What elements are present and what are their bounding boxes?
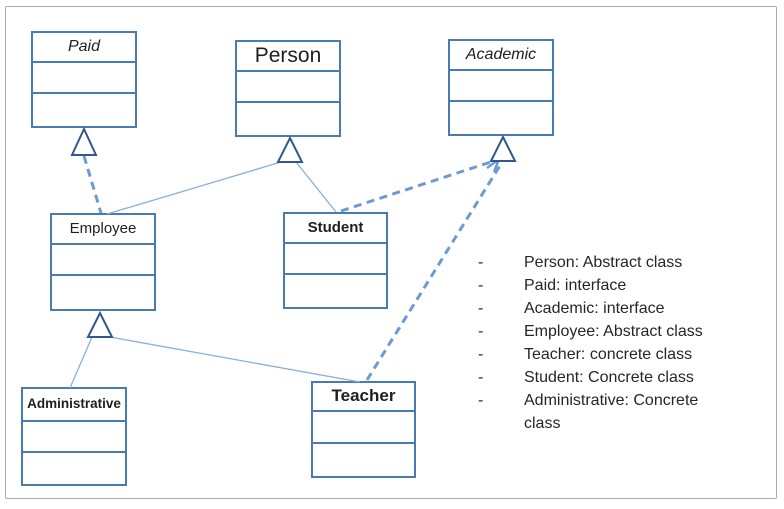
legend-item-person: - Person: Abstract class	[478, 251, 730, 274]
class-box-student: Student	[283, 212, 388, 309]
operations-compartment-person	[237, 103, 339, 135]
operations-compartment-student	[285, 275, 386, 307]
class-box-administrative: Administrative	[21, 387, 127, 486]
operations-compartment-administrative	[23, 453, 125, 484]
attributes-compartment-employee	[52, 245, 154, 276]
legend-item-text: Teacher: concrete class	[524, 346, 693, 363]
slide-border-frame	[5, 6, 777, 499]
legend-item-text: Student: Concrete class	[524, 369, 694, 386]
class-title-student: Student	[285, 214, 386, 244]
legend-item-text: Administrative: Concrete class	[524, 392, 699, 432]
attributes-compartment-academic	[450, 71, 552, 102]
legend-bullet: -	[478, 300, 484, 317]
legend-bullet: -	[478, 369, 484, 386]
legend-bullet: -	[478, 323, 484, 340]
legend-item-paid: - Paid: interface	[478, 274, 730, 297]
legend-bullet: -	[478, 346, 484, 363]
class-title-academic: Academic	[450, 41, 552, 71]
operations-compartment-teacher	[313, 444, 414, 476]
attributes-compartment-paid	[33, 63, 135, 94]
class-box-employee: Employee	[50, 213, 156, 311]
operations-compartment-employee	[52, 276, 154, 309]
attributes-compartment-administrative	[23, 422, 125, 453]
attributes-compartment-teacher	[313, 412, 414, 444]
class-title-person: Person	[237, 42, 339, 72]
legend-item-teacher: - Teacher: concrete class	[478, 343, 730, 366]
attributes-compartment-student	[285, 244, 386, 275]
legend-bullet: -	[478, 277, 484, 294]
legend-item-text: Employee: Abstract class	[524, 323, 703, 340]
attributes-compartment-person	[237, 72, 339, 103]
legend-item-academic: - Academic: interface	[478, 297, 730, 320]
class-title-teacher: Teacher	[313, 383, 414, 412]
class-title-paid: Paid	[33, 33, 135, 63]
legend-item-student: - Student: Concrete class	[478, 366, 730, 389]
legend-item-text: Academic: interface	[524, 300, 665, 317]
class-box-teacher: Teacher	[311, 381, 416, 478]
legend-item-text: Person: Abstract class	[524, 254, 683, 271]
legend: - Person: Abstract class - Paid: interfa…	[478, 251, 730, 435]
legend-item-employee: - Employee: Abstract class	[478, 320, 730, 343]
operations-compartment-academic	[450, 102, 552, 134]
operations-compartment-paid	[33, 94, 135, 126]
class-box-paid: Paid	[31, 31, 137, 128]
legend-bullet: -	[478, 254, 484, 271]
legend-item-text: Paid: interface	[524, 277, 627, 294]
class-box-person: Person	[235, 40, 341, 137]
class-box-academic: Academic	[448, 39, 554, 136]
class-title-employee: Employee	[52, 215, 154, 245]
legend-item-administrative: - Administrative: Concrete class	[478, 389, 730, 435]
class-title-administrative: Administrative	[23, 389, 125, 422]
legend-bullet: -	[478, 392, 484, 409]
